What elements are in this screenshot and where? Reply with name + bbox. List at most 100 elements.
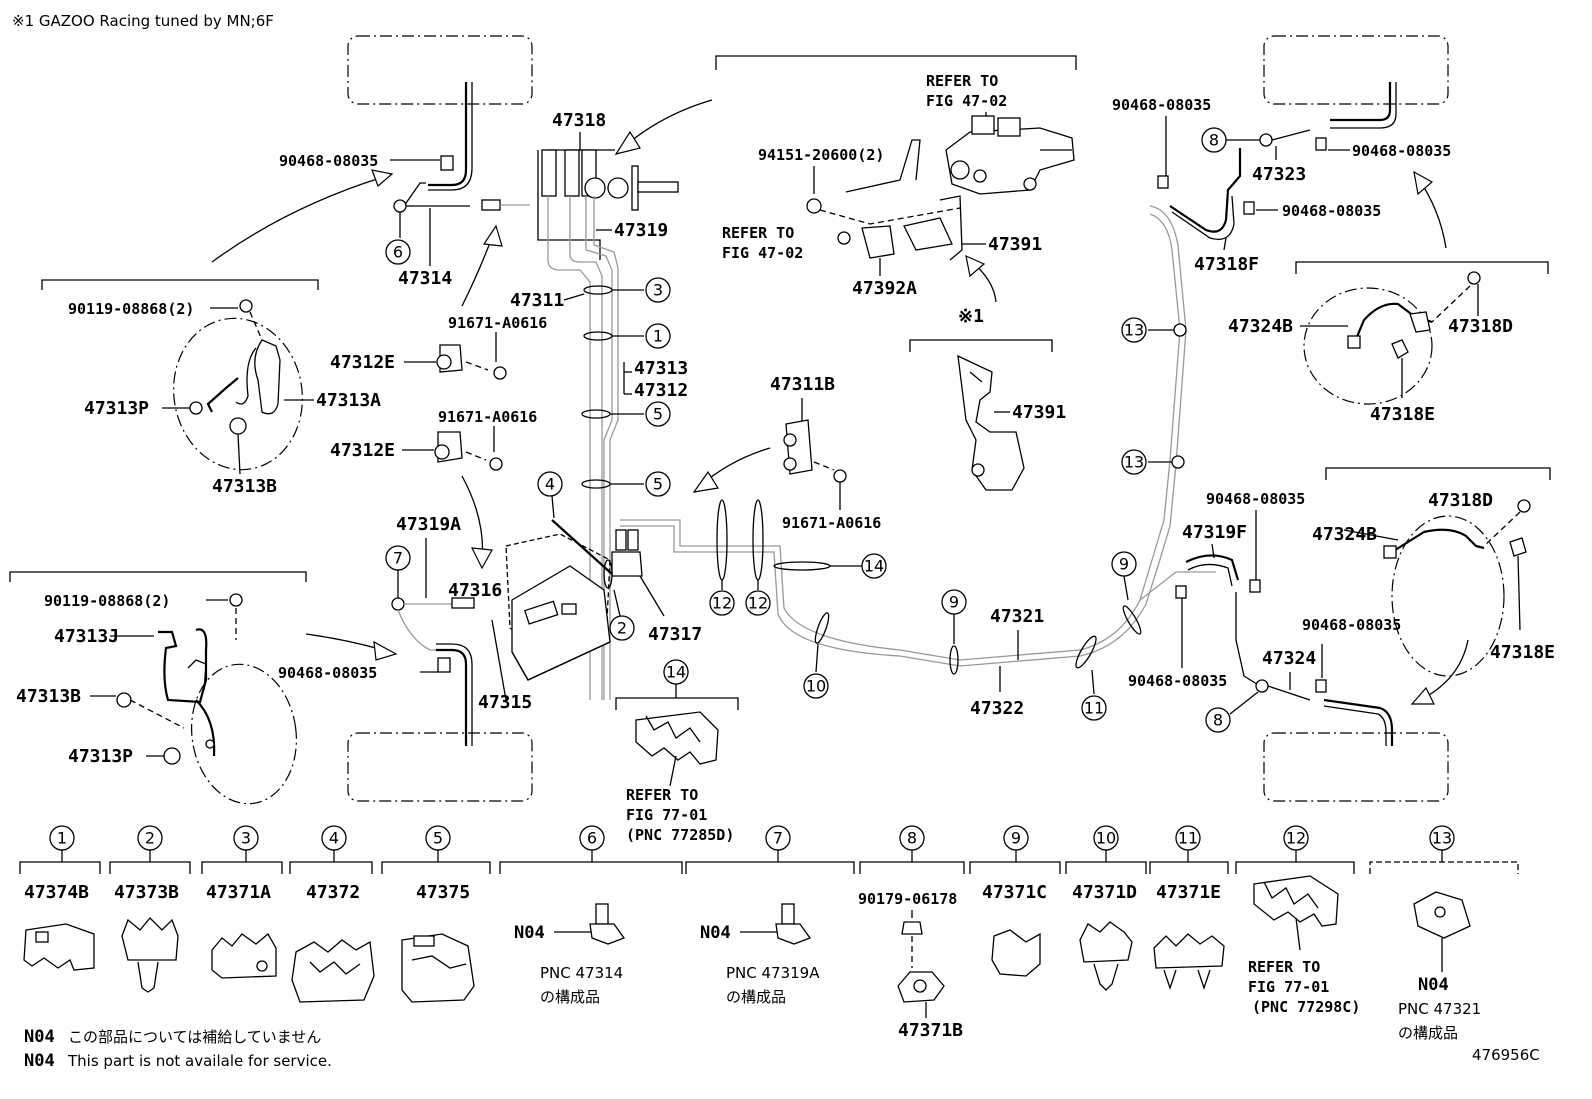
clip-90468-c bbox=[1157, 175, 1169, 189]
label-47321: 47321 bbox=[990, 606, 1044, 627]
brake-hose-47313A bbox=[254, 339, 281, 415]
front-left-hose bbox=[428, 82, 468, 187]
label-47312E-a: 47312E bbox=[330, 352, 395, 373]
footer-n04-code-en: N04 bbox=[24, 1051, 55, 1071]
label-47322: 47322 bbox=[970, 698, 1024, 719]
label-90119-b: 90119-08868(2) bbox=[44, 592, 170, 610]
svg-text:3: 3 bbox=[241, 829, 251, 848]
callout-2 bbox=[609, 615, 635, 641]
callout-5-b bbox=[645, 471, 671, 497]
label-47313A: 47313A bbox=[316, 390, 381, 411]
clip-90468-b bbox=[437, 657, 451, 673]
svg-text:11: 11 bbox=[1084, 699, 1104, 718]
legend-part-47371C: 47371C bbox=[982, 882, 1047, 903]
label-47318: 47318 bbox=[552, 110, 606, 131]
label-47312E-b: 47312E bbox=[330, 440, 395, 461]
svg-text:2: 2 bbox=[145, 829, 155, 848]
bracket-fr-hose-group bbox=[1295, 261, 1549, 274]
label-90468-08035-c: 90468-08035 bbox=[1112, 96, 1211, 114]
callout-12-a bbox=[709, 590, 735, 616]
bolt-47318D-a bbox=[1467, 271, 1481, 285]
legend-pnc-47314: PNC 47314 bbox=[540, 964, 623, 982]
label-47319A: 47319A bbox=[396, 514, 461, 535]
label-90119-a: 90119-08868(2) bbox=[68, 300, 194, 318]
legend-item-13: 13 N04 PNC 47321 の構成品 bbox=[1369, 825, 1519, 1042]
label-47319: 47319 bbox=[614, 220, 668, 241]
clip-90468-g bbox=[1175, 585, 1187, 599]
legend-pnc-47321: PNC 47321 bbox=[1398, 1000, 1481, 1018]
clip-90468-d bbox=[1315, 137, 1327, 151]
svg-text:5: 5 bbox=[653, 475, 663, 494]
label-47314: 47314 bbox=[398, 268, 452, 289]
label-47316: 47316 bbox=[448, 580, 502, 601]
svg-text:4: 4 bbox=[329, 829, 339, 848]
svg-text:1: 1 bbox=[57, 829, 67, 848]
legend-ref-12: REFER TO bbox=[1248, 958, 1320, 976]
bracket-rr-hose-group bbox=[1325, 467, 1551, 480]
svg-text:2: 2 bbox=[617, 619, 627, 638]
label-47324B-a: 47324B bbox=[1228, 316, 1293, 337]
svg-text:8: 8 bbox=[907, 829, 917, 848]
callout-10-a bbox=[803, 673, 829, 699]
label-91671-b: 91671-A0616 bbox=[438, 408, 537, 426]
header-note: ※1 GAZOO Racing tuned by MN;6F bbox=[12, 12, 274, 30]
nut-47313P-a bbox=[189, 401, 203, 415]
label-47324: 47324 bbox=[1262, 648, 1316, 669]
legend-part-47374B: 47374B bbox=[24, 882, 89, 903]
bracket-47392A bbox=[861, 225, 895, 259]
callout-6 bbox=[385, 239, 411, 265]
legend-item-12: 12 REFER TO FIG 77-01 (PNC 77298C) bbox=[1235, 825, 1360, 1016]
legend-pnc-47319A: PNC 47319A bbox=[726, 964, 820, 982]
clip-47318E-a bbox=[1391, 339, 1409, 359]
legend-item-8: 8 90179-06178 47371B bbox=[858, 825, 965, 1041]
label-47324B-b: 47324B bbox=[1312, 524, 1377, 545]
legend-part-47371A: 47371A bbox=[206, 882, 271, 903]
svg-text:6: 6 bbox=[393, 243, 403, 262]
bracket-front-hose-group bbox=[41, 279, 319, 290]
svg-text:7: 7 bbox=[393, 549, 403, 568]
label-47318E-b: 47318E bbox=[1490, 642, 1555, 663]
legend-sub-6: の構成品 bbox=[540, 988, 600, 1006]
callout-4 bbox=[537, 471, 563, 497]
pipe-bundle-center bbox=[547, 196, 619, 700]
label-47313: 47313 bbox=[634, 358, 688, 379]
detail-circle-rear bbox=[190, 663, 298, 805]
legend-item-7: 7 N04 PNC 47319A の構成品 bbox=[685, 825, 855, 1006]
footer-n04-code-jp: N04 bbox=[24, 1027, 55, 1047]
legend-item-10: 10 47371D bbox=[1065, 825, 1147, 991]
clip-90468-e bbox=[1243, 201, 1255, 215]
legend-pnc-12: (PNC 77298C) bbox=[1252, 998, 1360, 1016]
clip-90468-h bbox=[1315, 679, 1327, 693]
clip-14-illustration bbox=[635, 711, 719, 765]
svg-text:9: 9 bbox=[949, 593, 959, 612]
legend-item-11: 11 47371E bbox=[1149, 825, 1229, 991]
label-90468-08035-d: 90468-08035 bbox=[1352, 142, 1451, 160]
bracket-47391-a bbox=[903, 217, 953, 251]
legend-item-5: 5 47375 bbox=[381, 825, 491, 1003]
legend-item-2: 2 47373B bbox=[109, 825, 191, 993]
label-90468-08035-e: 90468-08035 bbox=[1282, 202, 1381, 220]
label-47317: 47317 bbox=[648, 624, 702, 645]
ref-mc-refer-b: REFER TO bbox=[722, 224, 794, 242]
clip-47318E-b bbox=[1509, 537, 1527, 557]
label-47319F: 47319F bbox=[1182, 522, 1247, 543]
ref-clip14-refer: REFER TO bbox=[626, 786, 698, 804]
legend-item-4: 4 47372 bbox=[289, 825, 375, 1003]
clip-90468-a bbox=[440, 155, 454, 171]
rear-right-pipe bbox=[1323, 698, 1394, 746]
detail-circle-rr bbox=[1391, 515, 1505, 677]
svg-text:9: 9 bbox=[1119, 555, 1129, 574]
svg-text:11: 11 bbox=[1178, 829, 1198, 848]
nut-94151 bbox=[806, 198, 822, 214]
footer-n04-jp: この部品については補給していません bbox=[68, 1028, 321, 1046]
label-47313P-b: 47313P bbox=[68, 746, 133, 767]
svg-text:13: 13 bbox=[1124, 453, 1144, 472]
nut-47313P-b bbox=[163, 747, 181, 765]
label-47311B: 47311B bbox=[770, 374, 835, 395]
bolt-90119-a bbox=[239, 299, 253, 313]
svg-text:5: 5 bbox=[433, 829, 443, 848]
bracket-rear-hose-group bbox=[9, 571, 307, 582]
master-cylinder bbox=[945, 115, 1075, 195]
legend-part-47372: 47372 bbox=[306, 882, 360, 903]
